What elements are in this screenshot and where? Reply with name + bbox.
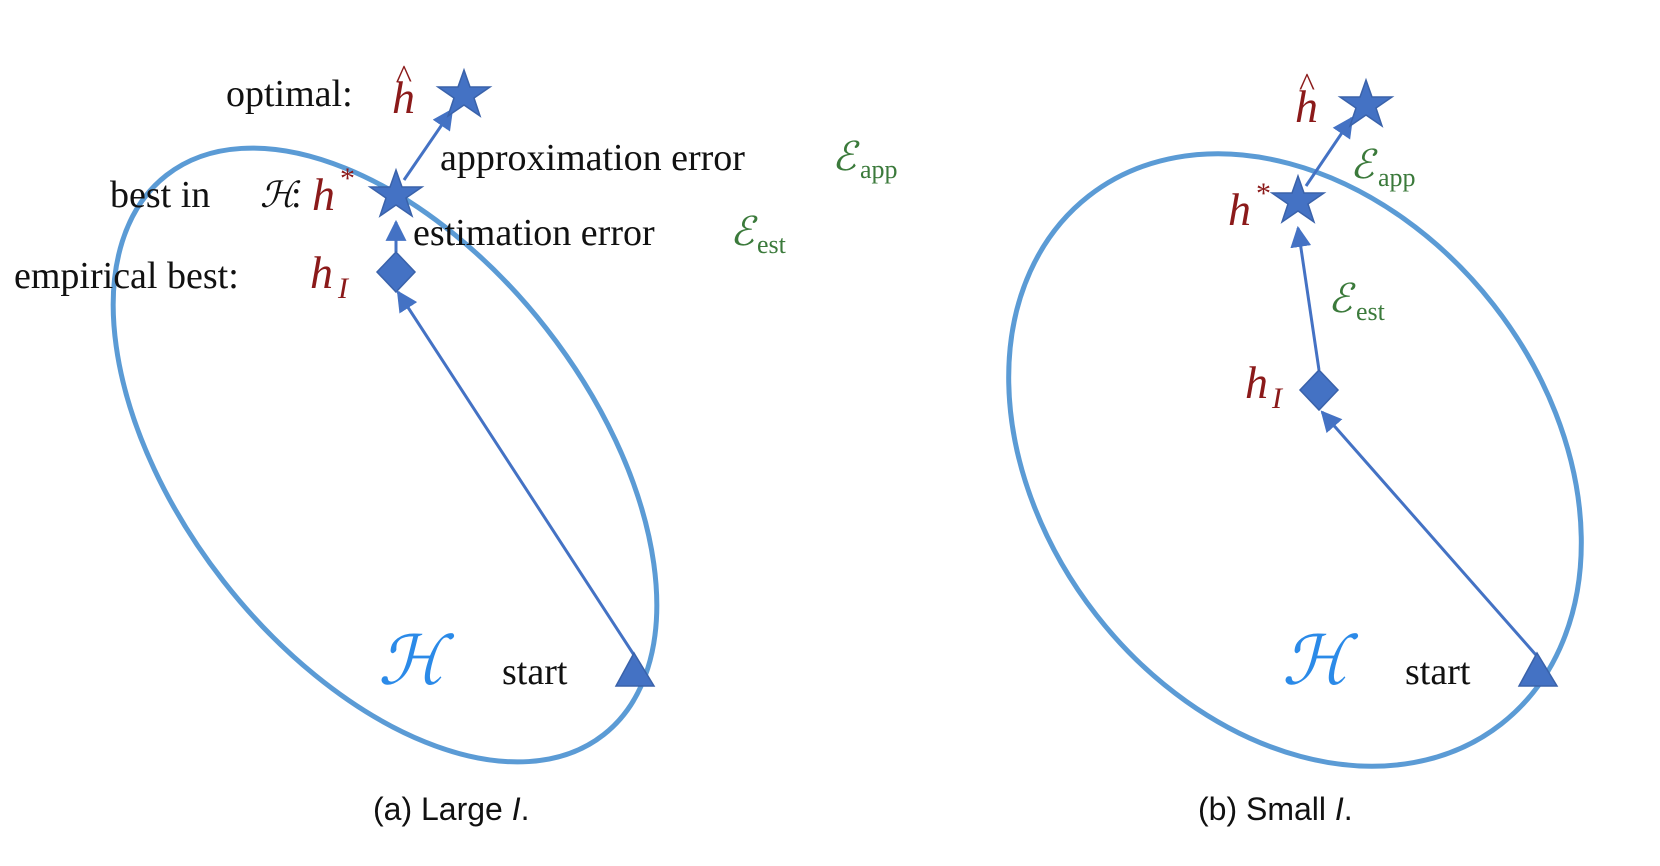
eps-app-symbol: ℰ (1350, 142, 1378, 187)
start-triangle (614, 651, 656, 687)
optimal-star (1337, 77, 1395, 128)
h-I-subscript: I (337, 272, 350, 305)
start-label: start (1405, 651, 1471, 693)
best-in-set-star (367, 167, 425, 218)
arrow-hstar-to-hhat (402, 108, 454, 181)
optimal-star (435, 67, 493, 118)
best-in-label: best in (110, 174, 210, 216)
arrow-start-to-hI (396, 290, 636, 656)
caption-b: (b) Small I. (1198, 791, 1353, 827)
eps-app-subscript: app (860, 155, 898, 184)
h-hat-accent: ^ (396, 59, 412, 96)
empirical-best-label: empirical best: (14, 255, 239, 297)
h-I-symbol: h (310, 247, 333, 298)
estimation-error-label: estimation error (413, 212, 655, 254)
start-triangle (1517, 651, 1559, 687)
eps-est-symbol: ℰ (1328, 276, 1356, 321)
h-star-mark: * (340, 162, 355, 195)
hypothesis-set-label: ℋ (378, 622, 455, 701)
hypothesis-set-ellipse (1006, 151, 1584, 769)
eps-app-symbol: ℰ (832, 134, 860, 179)
h-I-symbol: h (1245, 357, 1268, 408)
h-hat-symbol: h (392, 72, 415, 123)
h-hat-symbol: h (1295, 81, 1318, 132)
empirical-best-diamond (1298, 368, 1340, 412)
panel-b: h ^ ℰ app h * ℰ est h I ℋ start (b) Smal… (1006, 67, 1584, 827)
best-set-symbol: ℋ (260, 175, 301, 216)
start-label: start (502, 651, 568, 693)
h-star-symbol: h (1228, 184, 1251, 235)
best-in-set-star (1269, 173, 1327, 224)
h-star-symbol: h (312, 169, 335, 220)
eps-est-symbol: ℰ (730, 209, 758, 254)
hypothesis-set-label: ℋ (1282, 622, 1359, 701)
best-set-colon: : (291, 174, 302, 216)
arrow-hstar-to-hhat (1304, 116, 1354, 187)
eps-app-subscript: app (1378, 163, 1416, 192)
empirical-best-diamond (375, 250, 417, 294)
hypothesis-set-ellipse (110, 145, 660, 765)
arrow-start-to-hI (1320, 410, 1538, 656)
eps-est-subscript: est (1356, 297, 1386, 326)
panel-a: optimal: h ^ approximation error ℰ app b… (14, 59, 898, 827)
h-hat-accent: ^ (1299, 67, 1315, 104)
eps-est-subscript: est (757, 230, 787, 259)
h-star-mark: * (1256, 177, 1271, 210)
approximation-error-label: approximation error (440, 137, 745, 179)
optimal-label: optimal: (226, 73, 353, 115)
arrow-hI-to-hstar (1290, 225, 1321, 371)
h-I-subscript: I (1271, 382, 1284, 415)
caption-a: (a) Large I. (373, 791, 530, 827)
